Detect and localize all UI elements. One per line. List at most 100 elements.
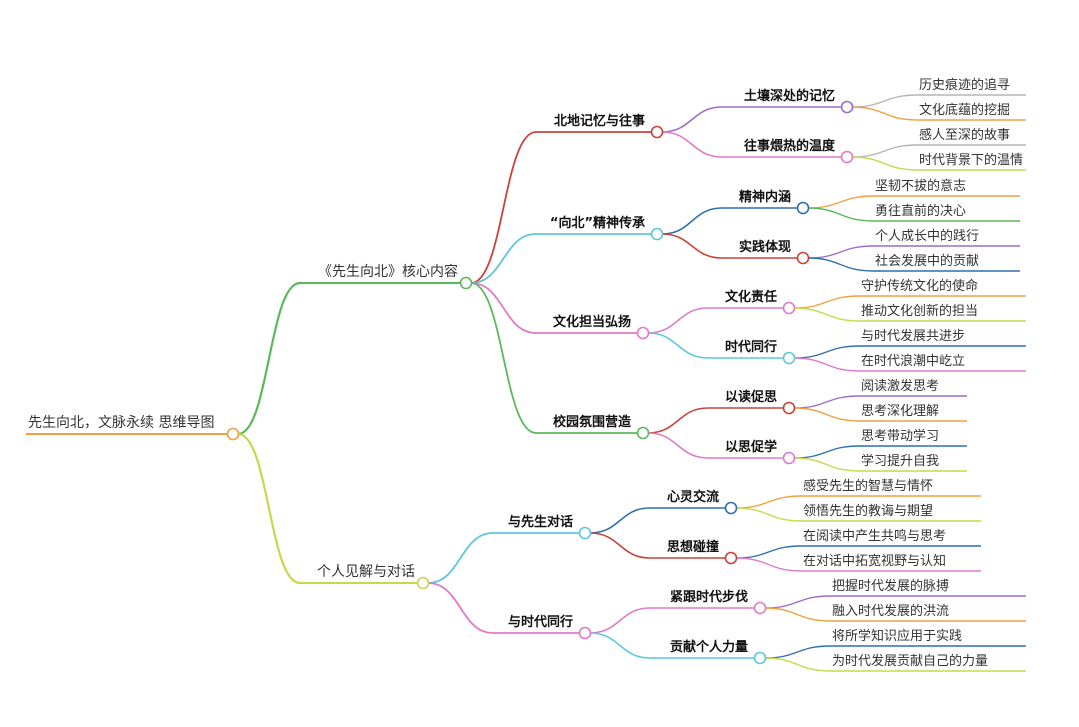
topic-node-0-3[interactable] — [636, 426, 650, 440]
branch-label-1: 个人见解与对话 — [317, 564, 415, 580]
leaf-link-1-0-0-0 — [735, 495, 802, 509]
leaf-label-0-0-0-0: 历史痕迹的追寻 — [919, 77, 1010, 93]
leaf-link-0-2-1-1 — [793, 357, 860, 372]
subtopic-label-1-0-0: 心灵交流 — [667, 489, 719, 505]
leaf-link-0-2-1-0 — [793, 345, 860, 359]
subtopic-label-0-1-0: 精神内涵 — [739, 189, 791, 205]
leaf-label-1-0-0-1: 领悟先生的教诲与期望 — [803, 503, 933, 519]
leaf-link-1-1-1-0 — [764, 645, 831, 659]
topic-link-0-0 — [470, 131, 537, 284]
subtopic-label-0-3-1: 以思促学 — [725, 439, 777, 455]
subtopic-node-0-3-1[interactable] — [782, 451, 796, 465]
subtopic-node-1-1-1[interactable] — [753, 651, 767, 665]
subtopic-node-0-2-0[interactable] — [782, 301, 796, 315]
leaf-link-1-0-1-1 — [735, 557, 802, 572]
leaf-link-0-1-1-0 — [807, 245, 874, 259]
leaf-label-1-1-0-1: 融入时代发展的洪流 — [832, 603, 949, 619]
subtopic-link-0-1-1 — [661, 233, 723, 259]
leaf-label-0-3-1-0: 思考带动学习 — [861, 428, 939, 444]
leaf-link-0-0-1-1 — [851, 156, 918, 171]
leaf-link-0-2-0-1 — [793, 307, 860, 322]
connector-lines — [26, 94, 1026, 672]
leaf-label-0-1-0-0: 坚韧不拔的意志 — [875, 178, 966, 194]
leaf-link-0-0-0-0 — [851, 94, 918, 108]
leaf-link-0-3-0-1 — [793, 407, 860, 422]
leaf-label-0-3-0-0: 阅读激发思考 — [861, 378, 939, 394]
branch-link-1 — [237, 432, 301, 585]
leaf-link-0-0-1-0 — [851, 144, 918, 158]
subtopic-label-0-2-0: 文化责任 — [725, 289, 777, 305]
leaf-link-1-0-0-1 — [735, 507, 802, 522]
topic-label-0-0: 北地记忆与往事 — [554, 113, 645, 129]
leaf-link-0-1-0-1 — [807, 207, 874, 222]
leaf-link-0-3-1-1 — [793, 457, 860, 472]
leaf-label-0-0-1-0: 感人至深的故事 — [919, 127, 1010, 143]
subtopic-node-1-0-0[interactable] — [724, 501, 738, 515]
leaf-label-0-0-0-1: 文化底蕴的挖掘 — [919, 102, 1010, 118]
leaf-label-0-0-1-1: 时代背景下的温情 — [919, 152, 1023, 168]
leaf-label-1-1-1-0: 将所学知识应用于实践 — [832, 628, 962, 644]
topic-link-1-0 — [427, 532, 494, 584]
topic-link-0-3 — [470, 282, 537, 434]
leaf-label-1-0-1-1: 在对话中拓宽视野与认知 — [803, 553, 946, 569]
leaf-link-1-1-0-1 — [764, 607, 831, 622]
leaf-label-1-1-1-1: 为时代发展贡献自己的力量 — [832, 653, 988, 669]
leaf-label-1-0-0-0: 感受先生的智慧与情怀 — [803, 478, 933, 494]
leaf-label-0-1-1-1: 社会发展中的贡献 — [875, 253, 979, 269]
subtopic-node-1-1-0[interactable] — [753, 601, 767, 615]
topic-node-1-1[interactable] — [578, 626, 592, 640]
leaf-label-0-1-1-0: 个人成长中的践行 — [875, 228, 979, 244]
subtopic-node-0-0-0[interactable] — [840, 100, 854, 114]
leaf-link-0-3-0-0 — [793, 395, 860, 409]
root-node[interactable] — [226, 427, 240, 441]
leaf-label-0-2-1-0: 与时代发展共进步 — [861, 328, 965, 344]
subtopic-link-0-0-0 — [661, 106, 723, 133]
subtopic-link-0-0-1 — [661, 131, 723, 158]
subtopic-label-0-3-0: 以读促思 — [725, 389, 777, 405]
subtopic-label-0-0-1: 往事煨热的温度 — [744, 138, 836, 154]
leaf-link-0-3-1-0 — [793, 445, 860, 459]
leaf-label-0-3-0-1: 思考深化理解 — [861, 404, 939, 419]
branch-node-0[interactable] — [459, 276, 473, 290]
leaf-label-0-3-1-1: 学习提升自我 — [861, 453, 939, 469]
topic-link-1-1 — [427, 582, 494, 634]
leaf-link-0-2-0-0 — [793, 295, 860, 309]
leaf-label-1-1-0-0: 把握时代发展的脉搏 — [832, 578, 949, 594]
subtopic-link-0-2-1 — [647, 332, 709, 359]
leaf-label-0-2-0-1: 推动文化创新的担当 — [861, 303, 978, 319]
mind-map-nodes: 先生向北，文脉永续 思维导图《先生向北》核心内容北地记忆与往事土壤深处的记忆历史… — [28, 77, 1023, 669]
subtopic-label-1-0-1: 思想碰撞 — [667, 539, 719, 555]
leaf-link-0-0-0-1 — [851, 106, 918, 121]
topic-link-0-1 — [470, 233, 537, 284]
leaf-link-0-1-0-0 — [807, 195, 874, 209]
subtopic-node-0-2-1[interactable] — [782, 351, 796, 365]
subtopic-label-0-2-1: 时代同行 — [725, 339, 777, 355]
topic-label-1-0: 与先生对话 — [508, 514, 573, 530]
subtopic-node-0-1-0[interactable] — [796, 201, 810, 215]
topic-node-0-2[interactable] — [636, 326, 650, 340]
topic-node-0-0[interactable] — [650, 125, 664, 139]
subtopic-link-1-1-1 — [589, 632, 651, 659]
leaf-label-0-2-0-0: 守护传统文化的使命 — [861, 278, 978, 294]
topic-label-0-3: 校园氛围营造 — [553, 414, 632, 430]
subtopic-link-1-0-0 — [589, 507, 651, 534]
leaf-link-1-1-1-1 — [764, 657, 831, 672]
branch-link-0 — [237, 281, 301, 436]
subtopic-link-0-2-0 — [647, 307, 709, 334]
subtopic-node-0-0-1[interactable] — [840, 150, 854, 164]
subtopic-node-1-0-1[interactable] — [724, 551, 738, 565]
subtopic-node-0-1-1[interactable] — [796, 251, 810, 265]
branch-node-1[interactable] — [416, 576, 430, 590]
topic-node-0-1[interactable] — [650, 227, 664, 241]
leaf-label-0-2-1-1: 在时代浪潮中屹立 — [861, 354, 965, 369]
topic-label-0-2: 文化担当弘扬 — [553, 314, 631, 330]
subtopic-node-0-3-0[interactable] — [782, 401, 796, 415]
subtopic-label-0-1-1: 实践体现 — [739, 239, 791, 255]
leaf-link-1-1-0-0 — [764, 595, 831, 609]
leaf-label-1-0-1-0: 在阅读中产生共鸣与思考 — [803, 528, 946, 544]
topic-link-0-2 — [470, 282, 537, 334]
topic-node-1-0[interactable] — [578, 526, 592, 540]
subtopic-link-0-3-1 — [647, 432, 709, 459]
leaf-link-0-1-1-1 — [807, 257, 874, 272]
